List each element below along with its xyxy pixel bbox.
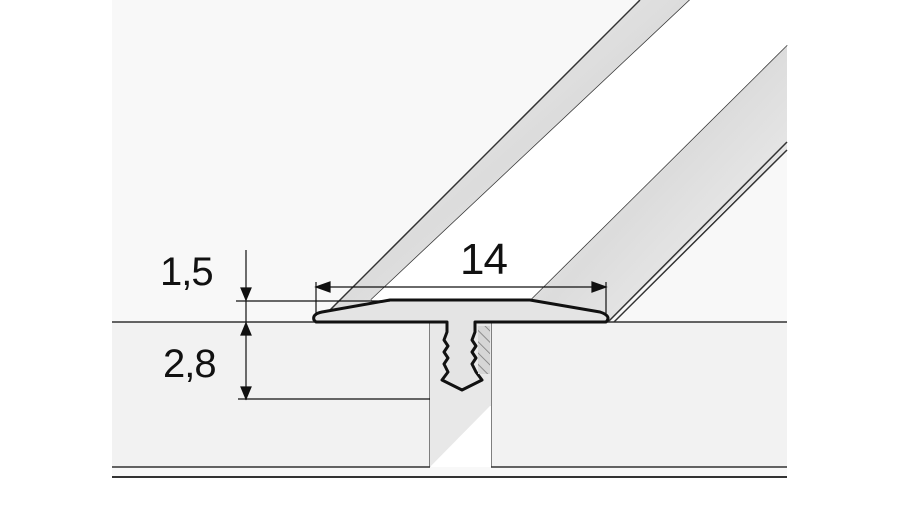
top-thickness-label: 1,5: [160, 250, 214, 294]
profile-strip-right: [529, 44, 788, 323]
dimension-width: [314, 281, 608, 316]
width-dimension-label: 14: [460, 235, 508, 284]
stem-height-label: 2,8: [163, 342, 217, 386]
dimension-thickness: [236, 250, 430, 401]
t-profile-section: [312, 298, 610, 392]
floor-left: [112, 321, 431, 468]
floor-right: [490, 321, 787, 468]
